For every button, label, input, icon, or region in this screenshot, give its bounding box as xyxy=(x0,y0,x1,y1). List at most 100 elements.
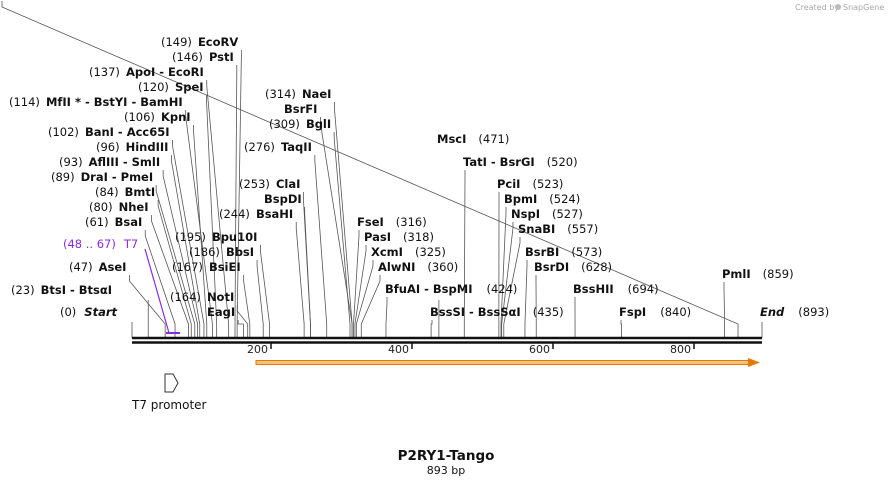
cut-line-xcmi xyxy=(360,275,381,338)
cut-line-eagi xyxy=(237,320,244,338)
enzyme-label-eagi: EagI xyxy=(207,305,235,319)
cut-line-drai-pmei xyxy=(155,185,196,338)
axis-ticks: 200 400 600 800 xyxy=(247,343,695,356)
cut-line-bmti xyxy=(157,200,192,338)
end-label: End(893) xyxy=(760,305,829,319)
cut-line-noti xyxy=(236,305,249,338)
enzyme-label-bsrfi: (314)NaeI xyxy=(265,87,331,101)
enzyme-labels: (149)EcoRV (146)PstI (137)ApoI - EcoRI (… xyxy=(9,35,829,319)
cut-line-bsiei xyxy=(243,275,251,338)
cut-line-bsshii xyxy=(620,320,623,338)
promoter-label: T7 promoter xyxy=(131,398,207,412)
snapgene-logo-icon xyxy=(835,4,841,10)
cut-line-hindiii xyxy=(171,155,201,338)
enzyme-label-bpmi: NspI(527) xyxy=(511,207,583,221)
cut-line-alwni xyxy=(385,297,388,338)
cut-line-pmli xyxy=(1,1,739,338)
enzyme-label-bsahi: (244)BsaHI xyxy=(219,207,293,221)
enzyme-label-taqii: (276)TaqII xyxy=(244,140,312,154)
enzyme-label-bbsi: (186)BbsI xyxy=(189,245,254,259)
tick-label-600: 600 xyxy=(529,343,550,356)
cut-line-spei xyxy=(206,95,218,338)
enzyme-label-pcii: BpmI(524) xyxy=(504,192,580,206)
plasmid-length: 893 bp xyxy=(427,464,465,477)
enzyme-label-kpni: (106)KpnI xyxy=(124,110,191,124)
orf-bar xyxy=(255,360,751,365)
enzyme-label-hindiii: (96)HindIII xyxy=(96,140,168,154)
enzyme-label-bgli: (309)BglI xyxy=(269,117,331,131)
cut-line-bsai xyxy=(144,230,176,338)
cut-line-asei xyxy=(129,275,166,338)
brand-name: SnapGene xyxy=(843,3,884,12)
tick-label-200: 200 xyxy=(247,343,268,356)
enzyme-label-pasi: XcmI(325) xyxy=(371,245,446,259)
enzyme-label-psti: (146)PstI xyxy=(172,50,234,64)
cut-line-ecorv xyxy=(236,50,242,338)
cut-line-bfuai-bspmi xyxy=(430,320,433,338)
enzyme-label-afliii-smli: (93)AflIII - SmlI xyxy=(59,155,160,169)
orf-feature-arrow[interactable] xyxy=(255,358,760,367)
cut-line-bpmi xyxy=(501,222,514,338)
enzyme-label-clai: (253)ClaI xyxy=(239,177,300,191)
plasmid-title: P2RY1-Tango xyxy=(398,448,495,464)
enzyme-label-bfuai-bspmi: BssSI - BssSαI(435) xyxy=(430,305,564,319)
start-label: (0)Start xyxy=(60,305,118,319)
enzyme-label-bsrdi: BssHII(694) xyxy=(573,282,659,296)
cut-line-nspi xyxy=(503,237,521,338)
cut-line-bsahi xyxy=(295,222,305,338)
cut-site-lines xyxy=(1,1,763,338)
enzyme-label-mfli-bstyi-bamhi: (114)MfII * - BstYI - BamHI xyxy=(9,95,183,109)
enzyme-label-fsei: PasI(318) xyxy=(364,230,434,244)
enzyme-label-bpu10i: (195)Bpu10I xyxy=(175,230,257,244)
enzyme-label-asei: (47)AseI xyxy=(69,260,126,274)
cut-line-pcii xyxy=(500,207,507,338)
cut-line-mfii-bstyi-bamhi xyxy=(185,110,213,338)
cut-line-bbsi xyxy=(256,260,264,338)
cut-line-fsei xyxy=(354,245,367,338)
cut-line-afliii-smli xyxy=(162,170,199,338)
cut-line-apoi-ecori xyxy=(206,80,230,338)
cut-line-snabi xyxy=(524,260,528,338)
cut-line-bsrfi xyxy=(334,102,353,338)
enzyme-label-nspi: SnaBI(557) xyxy=(518,222,598,236)
cut-line-taqii xyxy=(314,155,328,338)
enzyme-label-drai-pmei: (89)DraI - PmeI xyxy=(51,170,153,184)
cut-line-naei xyxy=(353,230,360,338)
enzyme-label-apoi-ecori: (137)ApoI - EcoRI xyxy=(89,65,204,79)
enzyme-label-naei: FseI(316) xyxy=(357,215,427,229)
orf-arrowhead xyxy=(748,358,760,367)
enzyme-label-xcmi: AlwNI(360) xyxy=(378,260,458,274)
cut-line-clai xyxy=(302,192,311,338)
created-by-text: Created by xyxy=(795,3,839,12)
t7-promoter-feature[interactable]: T7 promoter xyxy=(131,373,207,412)
tick-label-400: 400 xyxy=(388,343,409,356)
cut-line-pasi xyxy=(355,260,374,338)
enzyme-label-bsshii: FspI(840) xyxy=(619,305,691,319)
enzyme-label-bspdi: BspDI xyxy=(264,192,302,206)
enzyme-label-snabi: BsrBI(573) xyxy=(525,245,602,259)
cut-line-bgli xyxy=(333,132,351,338)
enzyme-label-bsiei: (167)BsiEI xyxy=(172,260,241,274)
cut-line-nhei xyxy=(151,215,189,338)
tick-label-800: 800 xyxy=(670,343,691,356)
enzyme-label-noti: (164)NotI xyxy=(170,290,234,304)
cut-line-fspi xyxy=(723,282,726,338)
cut-line-msci xyxy=(463,170,466,338)
enzyme-label-bani-acc65i: (102)BanI - Acc65I xyxy=(48,125,170,139)
enzyme-label-fspi: PmlI(859) xyxy=(722,267,794,281)
enzyme-label-nhei: (80)NheI xyxy=(89,200,149,214)
enzyme-label-ngomiv: BsrFI xyxy=(284,102,317,116)
cut-line-psti xyxy=(234,65,238,338)
primer-t7-connector xyxy=(144,248,170,334)
enzyme-label-spei: (120)SpeI xyxy=(138,80,204,94)
enzyme-label-ecorv: (149)EcoRV xyxy=(161,35,238,49)
enzyme-label-msci: TatI - BsrGI(520) xyxy=(463,155,578,169)
enzyme-label-tati-bsrgi: PciI(523) xyxy=(497,177,563,191)
enzyme-label-bsrbi: BsrDI(628) xyxy=(534,260,612,274)
primer-label-t7: (48 .. 67)T7 xyxy=(63,237,138,251)
enzyme-label-alwni: BfuAI - BspMI(424) xyxy=(385,282,517,296)
enzyme-label-bsssi: MscI(471) xyxy=(437,132,509,146)
cut-line-bpu10i xyxy=(260,245,270,338)
enzyme-label-bsai: (61)BsaI xyxy=(85,215,142,229)
